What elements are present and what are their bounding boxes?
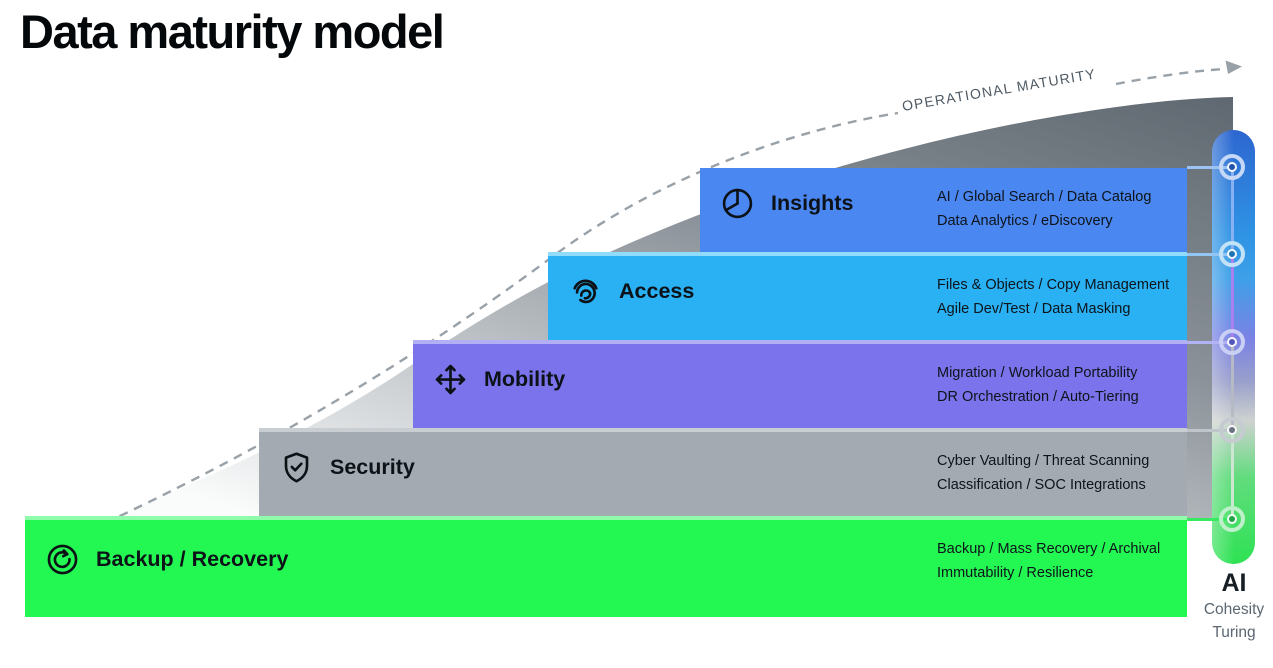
fingerprint-icon [573, 279, 598, 303]
rail-segment [1231, 430, 1234, 519]
rail-connector-mobility [1187, 340, 1233, 344]
node-dot [1227, 161, 1237, 172]
move-arrows-icon [435, 364, 466, 394]
bar-details-mobility: Migration / Workload Portability DR Orch… [937, 361, 1139, 409]
rail-node-security [1219, 416, 1245, 443]
bar-details-access: Files & Objects / Copy Management Agile … [937, 273, 1169, 321]
rail-connector-security [1187, 428, 1233, 432]
detail-line: Data Analytics / eDiscovery [937, 213, 1113, 229]
detail-line: Agile Dev/Test / Data Masking [937, 301, 1131, 317]
shield-check-icon [284, 451, 309, 483]
node-dot [1227, 513, 1237, 524]
bar-label: Backup / Recovery [96, 547, 289, 571]
pie-chart-icon [722, 188, 753, 218]
detail-line: Files & Objects / Copy Management [937, 277, 1170, 293]
bar-details-insights: AI / Global Search / Data Catalog Data A… [937, 185, 1151, 233]
rail-node-access [1219, 240, 1245, 267]
detail-line: Backup / Mass Recovery / Archival [937, 541, 1161, 557]
bar-details-backup: Backup / Mass Recovery / Archival Immuta… [937, 537, 1160, 585]
ai-rail-label: AI Cohesity Turing [1192, 569, 1273, 643]
rail-node-mobility [1219, 328, 1245, 355]
bar-details-security: Cyber Vaulting / Threat Scanning Classif… [937, 449, 1149, 497]
bar-label: Insights [771, 190, 854, 215]
detail-line: Cyber Vaulting / Threat Scanning [937, 453, 1150, 469]
rail-node-insights [1219, 153, 1245, 180]
page-title: Data maturity model [20, 5, 445, 58]
rail-connector-insights [1187, 165, 1233, 169]
restore-icon [47, 544, 78, 575]
bar-label: Access [619, 278, 695, 303]
bar-backup-recovery: Backup / Recovery [25, 516, 1187, 617]
detail-line: Migration / Workload Portability [937, 365, 1138, 381]
rail-node-backup [1219, 505, 1245, 532]
bar-label: Security [330, 454, 415, 479]
arrow-head-icon [1225, 60, 1242, 74]
node-dot [1227, 336, 1237, 347]
detail-line: Immutability / Resilience [937, 565, 1094, 581]
rail-segment [1231, 254, 1234, 342]
bar-access: Access [548, 252, 1187, 340]
node-dot [1227, 248, 1237, 259]
operational-maturity-label: OPERATIONAL MATURITY [901, 65, 1097, 114]
rail-connector-access [1187, 252, 1233, 256]
turing-label: Turing [1212, 624, 1256, 641]
bar-mobility: Mobility [413, 340, 1187, 428]
cohesity-label: Cohesity [1203, 601, 1265, 618]
bar-label: Mobility [484, 366, 566, 391]
detail-line: AI / Global Search / Data Catalog [937, 189, 1152, 205]
rail-segment [1231, 167, 1234, 254]
detail-line: DR Orchestration / Auto-Tiering [937, 389, 1139, 405]
rail-segment [1231, 342, 1234, 430]
bar-security: Security [259, 428, 1187, 516]
detail-line: Classification / SOC Integrations [937, 477, 1146, 493]
node-dot [1227, 424, 1237, 435]
ai-label: AI [1221, 569, 1247, 597]
bar-insights: Insights [700, 168, 1187, 252]
maturity-dashed-curve-end [1115, 67, 1225, 86]
rail-connector-backup [1187, 517, 1233, 521]
